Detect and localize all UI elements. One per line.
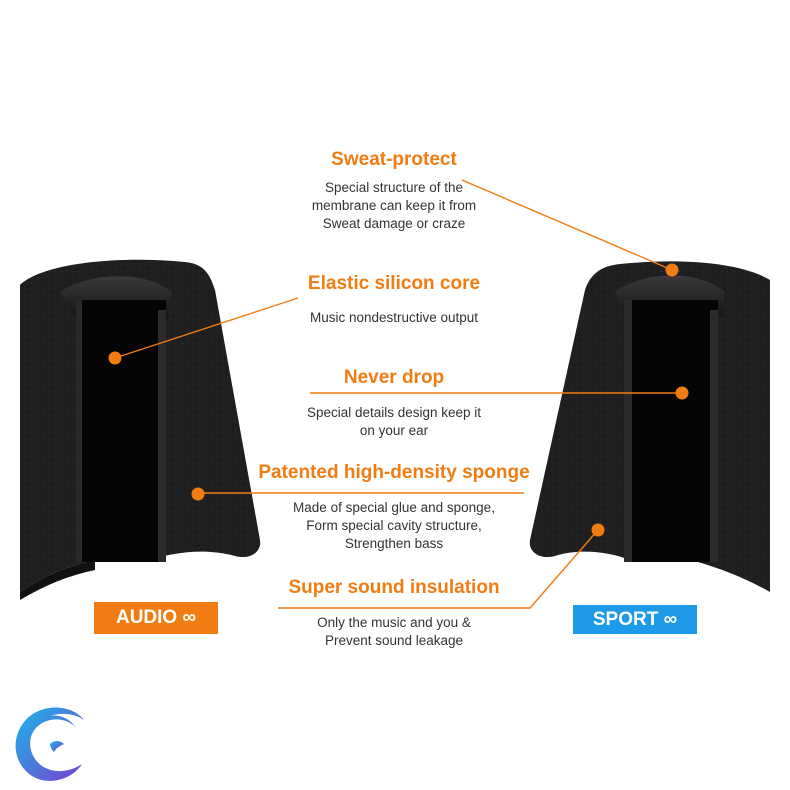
feature-desc-line: on your ear [359,423,429,438]
feature-desc: Only the music and you & Prevent sound l… [264,614,524,650]
insulation-dot [591,523,605,537]
feature-desc-line: Special details design keep it [306,405,482,420]
feature-title: Elastic silicon core [307,273,481,294]
feature-elastic-core: Elastic silicon core Music nondestructiv… [274,273,514,327]
feature-desc-line: Made of special glue and sponge, [293,500,495,515]
feature-desc-line: Prevent sound leakage [324,633,464,648]
feature-sweat-protect: Sweat-protect Special structure of the m… [274,149,514,233]
feature-desc-line: Strengthen bass [344,536,444,551]
feature-never-drop: Never drop Special details design keep i… [274,367,514,440]
feature-desc-line: Sweat damage or craze [322,216,466,231]
never-drop-dot [675,386,689,400]
sport-badge-label: SPORT ∞ [592,608,678,630]
feature-desc-line: Special structure of the [324,180,464,195]
feature-title: Sweat-protect [331,149,457,170]
sport-badge: SPORT ∞ [573,605,697,634]
feature-desc: Music nondestructive output [274,309,514,327]
feature-title: Never drop [343,367,445,388]
insulation-line [278,529,599,609]
audio-badge-label: AUDIO ∞ [115,607,197,628]
feature-desc-line: Only the music and you & [317,615,471,630]
audio-badge: AUDIO ∞ [94,602,218,634]
feature-desc: Special structure of the membrane can ke… [274,179,514,233]
feature-desc-line: Form special cavity structure, [306,518,482,533]
elastic-core-dot [108,351,122,365]
feature-insulation: Super sound insulation Only the music an… [264,577,524,650]
sport-eartip [529,261,770,592]
feature-title: Super sound insulation [288,577,500,598]
feature-desc-line: membrane can keep it from [311,198,477,213]
callout-lines [114,179,682,609]
feature-desc: Special details design keep it on your e… [274,404,514,440]
feature-sponge: Patented high-density sponge Made of spe… [244,462,544,553]
feature-title: Patented high-density sponge [258,462,530,483]
sweat-protect-dot [665,263,679,277]
sponge-dot [191,487,205,501]
callout-dots [108,263,689,537]
feature-desc-line: Music nondestructive output [309,310,479,325]
feature-desc: Made of special glue and sponge, Form sp… [244,499,544,553]
sweat-protect-line [461,179,673,271]
audio-eartip [20,259,261,600]
wave-c-logo-icon [15,707,85,781]
elastic-core-line [114,297,299,359]
